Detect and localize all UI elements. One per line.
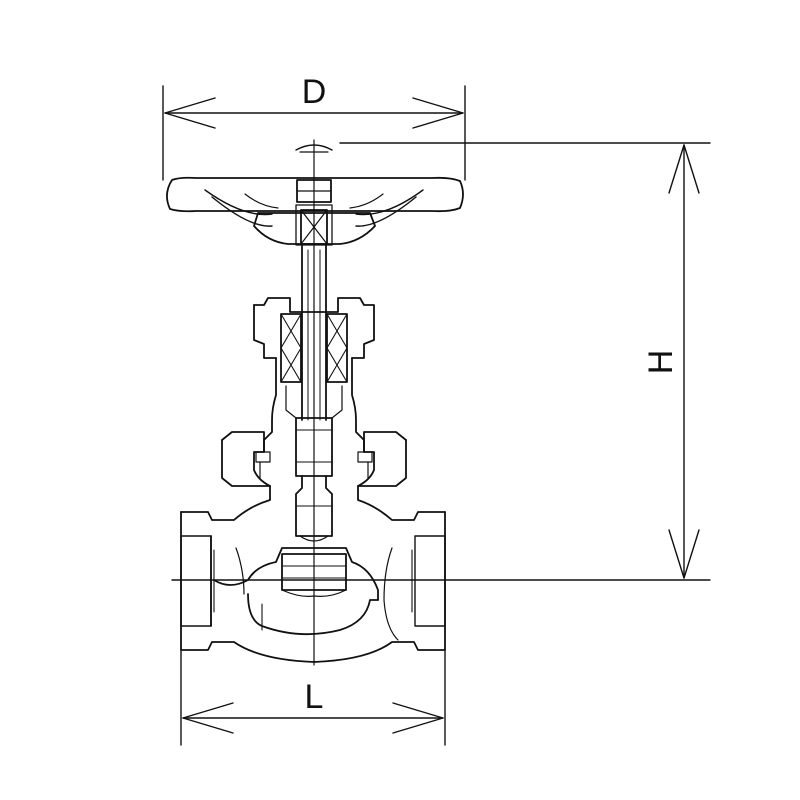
dimension-d-label: D	[302, 73, 327, 111]
dimension-l-label: L	[305, 678, 324, 716]
dimension-h: H	[171, 142, 711, 581]
dimension-h-label: H	[642, 350, 680, 375]
stem	[301, 244, 327, 421]
bonnet	[221, 297, 407, 487]
handwheel	[166, 144, 464, 246]
dimension-l: L	[180, 649, 446, 746]
valve-body	[180, 485, 446, 663]
disc	[295, 475, 333, 542]
dimension-d: D	[162, 73, 466, 181]
